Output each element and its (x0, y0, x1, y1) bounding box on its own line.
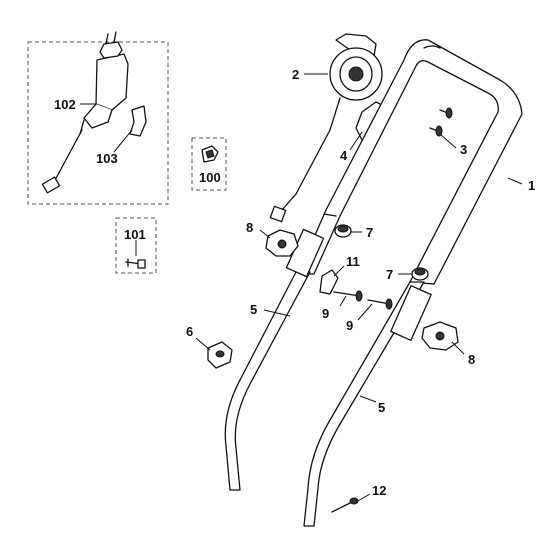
callout-9-lower: 9 (346, 318, 353, 333)
callout-12: 12 (372, 483, 386, 498)
clip-part (201, 145, 219, 163)
bolt-101-box (115, 217, 157, 274)
leader-lines (80, 73, 523, 503)
star-knob-lower-part (421, 321, 459, 351)
callout-1: 1 (528, 178, 535, 193)
knob-cap-lower-part (411, 267, 429, 281)
callout-5-right: 5 (378, 400, 385, 415)
callout-5-left: 5 (250, 302, 257, 317)
callout-4: 4 (340, 148, 348, 163)
callout-2: 2 (292, 67, 299, 82)
cable-reel-part (269, 33, 383, 223)
screw-12-part (331, 497, 359, 513)
callout-102: 102 (54, 97, 76, 112)
callout-100: 100 (199, 170, 221, 185)
lower-handle-right-part (303, 281, 432, 527)
callout-6: 6 (186, 324, 193, 339)
callout-7-lower: 7 (386, 267, 393, 282)
star-knob-upper-part (265, 229, 299, 257)
callout-8-upper: 8 (246, 220, 253, 235)
callout-3: 3 (460, 142, 467, 157)
callout-103: 103 (96, 151, 118, 166)
switch-group-box (27, 41, 169, 205)
bolt-9-upper-part (333, 290, 363, 302)
bolt-101-part (125, 258, 146, 269)
switch-box-part (41, 31, 129, 194)
callout-9-upper: 9 (322, 306, 329, 321)
callout-101: 101 (124, 227, 146, 242)
clip-11-part (319, 269, 339, 295)
callout-8-lower: 8 (468, 352, 475, 367)
screws-part (429, 107, 453, 137)
callout-11: 11 (346, 254, 360, 269)
nut-part (207, 341, 233, 369)
callout-7-upper: 7 (366, 225, 373, 240)
lower-handle-left-part (224, 228, 325, 491)
knob-cap-upper-part (334, 224, 352, 238)
bolt-9-lower-part (367, 298, 393, 310)
clip-100-box (191, 137, 227, 191)
bracket-part (129, 105, 147, 137)
